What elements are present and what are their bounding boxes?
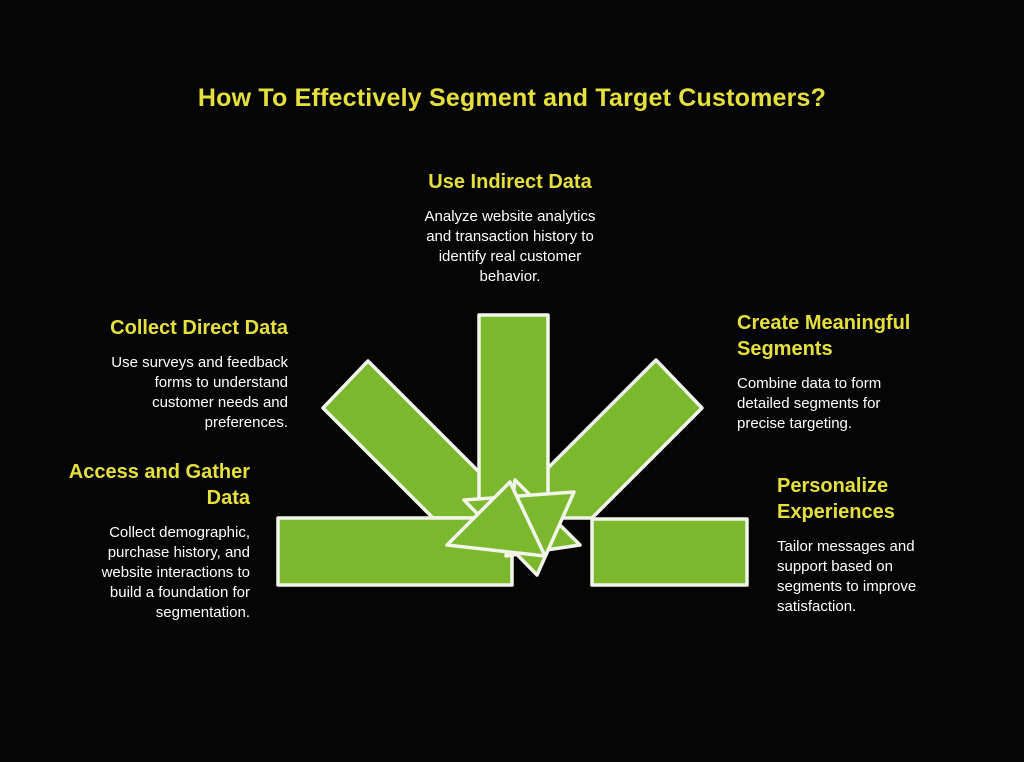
- arrow-diagonal-left-head-icon: [445, 480, 547, 558]
- section-collect-direct-data: Collect Direct Data Use surveys and feed…: [58, 315, 288, 433]
- section-use-indirect-data: Use Indirect Data Analyze website analyt…: [330, 169, 690, 287]
- section-body: Tailor messages and support based on seg…: [777, 538, 917, 615]
- page-title: How To Effectively Segment and Target Cu…: [197, 84, 827, 112]
- section-access-and-gather-data: Access and Gather Data Collect demograph…: [55, 459, 250, 623]
- section-personalize-experiences: Personalize Experiences Tailor messages …: [777, 473, 967, 617]
- section-heading: Use Indirect Data: [428, 171, 592, 193]
- section-body: Analyze website analytics and transactio…: [424, 208, 596, 285]
- section-body: Collect demographic, purchase history, a…: [101, 524, 250, 621]
- arrow-down-shaft-icon: [477, 313, 550, 502]
- section-heading: Personalize Experiences: [777, 475, 895, 523]
- section-heading: Access and Gather Data: [68, 461, 250, 509]
- arrow-left-bar-icon: [276, 516, 514, 587]
- section-create-meaningful-segments: Create Meaningful Segments Combine data …: [737, 310, 947, 434]
- section-heading: Create Meaningful Segments: [737, 312, 911, 360]
- section-heading: Collect Direct Data: [110, 317, 288, 339]
- arrow-right-bar-icon: [590, 517, 749, 587]
- section-body: Use surveys and feedback forms to unders…: [111, 354, 288, 431]
- section-body: Combine data to form detailed segments f…: [737, 375, 882, 432]
